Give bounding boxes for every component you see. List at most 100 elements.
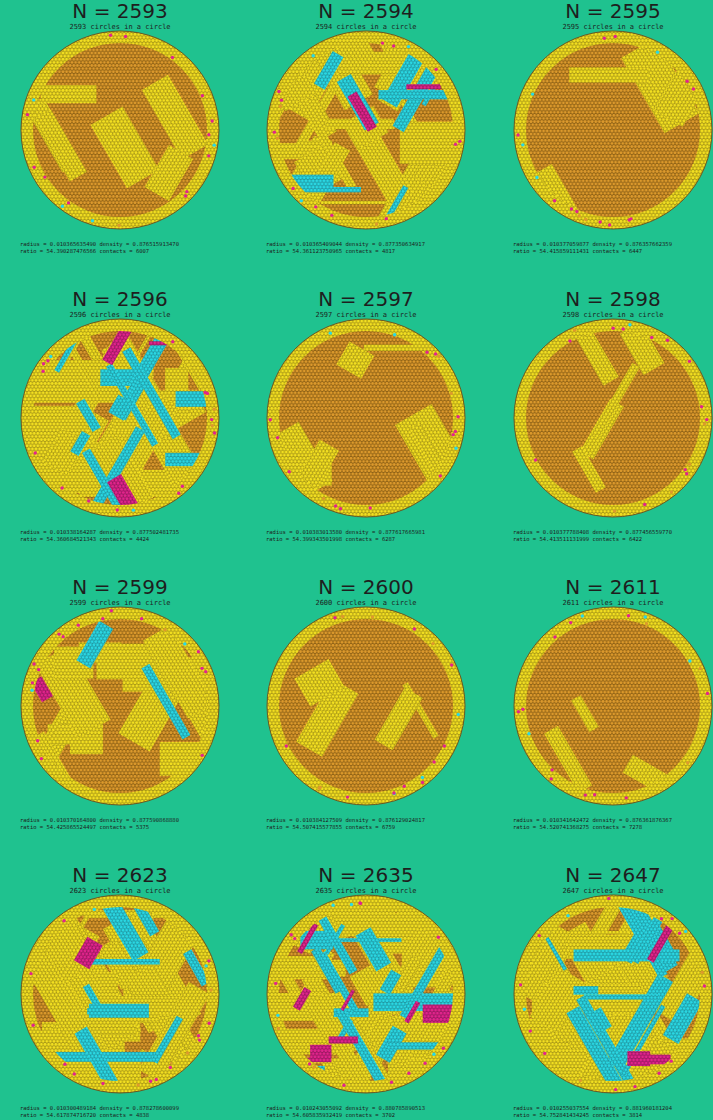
cyan-region [76,399,101,432]
boundary-circle [207,154,210,157]
yellow-region [375,688,423,751]
boundary-circle [629,217,632,220]
panel-stats: radius = 0.010300489184 density = 0.8782… [20,1105,179,1112]
boundary-circle [67,201,70,204]
panel-stats: radius = 0.010255037554 density = 0.8819… [513,1105,672,1112]
panel-stats: radius = 0.010370164800 density = 0.8775… [20,817,179,824]
boundary-circle [204,964,207,967]
cyan-region [122,347,180,439]
boundary-circle [421,781,424,784]
boundary-circle [431,642,434,645]
boundary-circle [684,468,687,471]
boundary-circle [36,739,39,742]
panel-subtitle: 2597 circles in a circle [246,311,486,319]
boundary-circle [73,1072,76,1075]
panel-subtitle: 2594 circles in a circle [246,23,486,31]
boundary-circle [657,1072,660,1075]
boundary-circle [543,1052,546,1055]
boundary-circle [692,87,695,90]
container-circle [21,895,219,1093]
boundary-circle [350,903,353,906]
boundary-circle [77,623,80,626]
magenta-region [329,1036,358,1043]
boundary-ring [520,37,706,223]
orange-region [514,31,712,229]
boundary-circle [458,140,461,143]
cyan-region [378,90,482,99]
packing-disk [11,297,237,521]
boundary-circle [213,431,216,434]
boundary-ring [273,613,459,799]
container-circle [514,31,712,229]
boundary-circle [318,786,321,789]
boundary-circle [392,791,395,794]
boundary-circle [621,327,624,330]
boundary-circle [339,507,342,510]
cyan-region [151,1016,183,1064]
boundary-circle [670,490,673,493]
boundary-circle [699,667,702,670]
packing-disk [251,879,478,1099]
panel-subtitle: 2596 circles in a circle [0,311,240,319]
container-circle [21,319,219,517]
boundary-circle [32,166,35,169]
boundary-circle [584,218,587,221]
boundary-circle [277,1027,280,1030]
panel-subtitle: 2635 circles in a circle [246,887,486,895]
boundary-circle [613,35,616,38]
boundary-circle [570,207,573,210]
boundary-circle [209,988,212,991]
packing-disk [514,14,713,243]
boundary-circle [29,972,32,975]
boundary-circle [285,744,288,747]
boundary-circle [381,41,384,44]
yellow-region [569,67,648,82]
panel-title: N = 2594 [246,0,486,22]
boundary-circle [208,1022,211,1025]
boundary-circle [201,94,204,97]
boundary-circle [101,1082,104,1085]
boundary-circle [308,1062,311,1065]
boundary-circle [703,422,706,425]
cyan-region [141,664,190,740]
boundary-circle [442,1046,445,1049]
boundary-circle [607,897,610,900]
yellow-region [145,145,193,201]
panel-stats: radius = 0.010341642472 density = 0.8763… [513,817,672,824]
boundary-circle [63,1063,66,1066]
boundary-circle [60,486,63,489]
boundary-circle [43,175,46,178]
boundary-circle [375,222,378,225]
boundary-circle [643,503,646,506]
boundary-circle [535,176,538,179]
boundary-circle [407,45,410,48]
boundary-circle [368,506,371,509]
boundary-circle [169,1066,172,1069]
boundary-circle [421,776,424,779]
boundary-circle [287,470,290,473]
boundary-circle [566,914,569,917]
boundary-circle [575,210,578,213]
boundary-circle [197,650,200,653]
boundary-circle [598,220,601,223]
boundary-circle [521,143,524,146]
boundary-circle [30,689,33,692]
boundary-circle [519,983,522,986]
cyan-region [621,1005,665,1077]
cyan-region [106,363,158,446]
boundary-circle [300,199,303,202]
panel-stats: ratio = 54.390287476566 contacts = 6007 [20,248,149,255]
boundary-circle [57,632,60,635]
boundary-circle [614,1088,617,1091]
panel-stats: ratio = 54.605835932419 contacts = 3702 [266,1112,395,1119]
boundary-circle [186,1051,189,1054]
panel-subtitle: 2595 circles in a circle [493,23,713,31]
boundary-circle [358,901,361,904]
boundary-circle [93,908,96,911]
panel-title: N = 2635 [246,864,486,886]
panel-stats: ratio = 54.399343501998 contacts = 6287 [266,536,395,543]
panel-title: N = 2611 [493,576,713,598]
packing-disk [263,319,479,541]
cyan-region [335,1008,388,1090]
magenta-region [406,84,440,89]
